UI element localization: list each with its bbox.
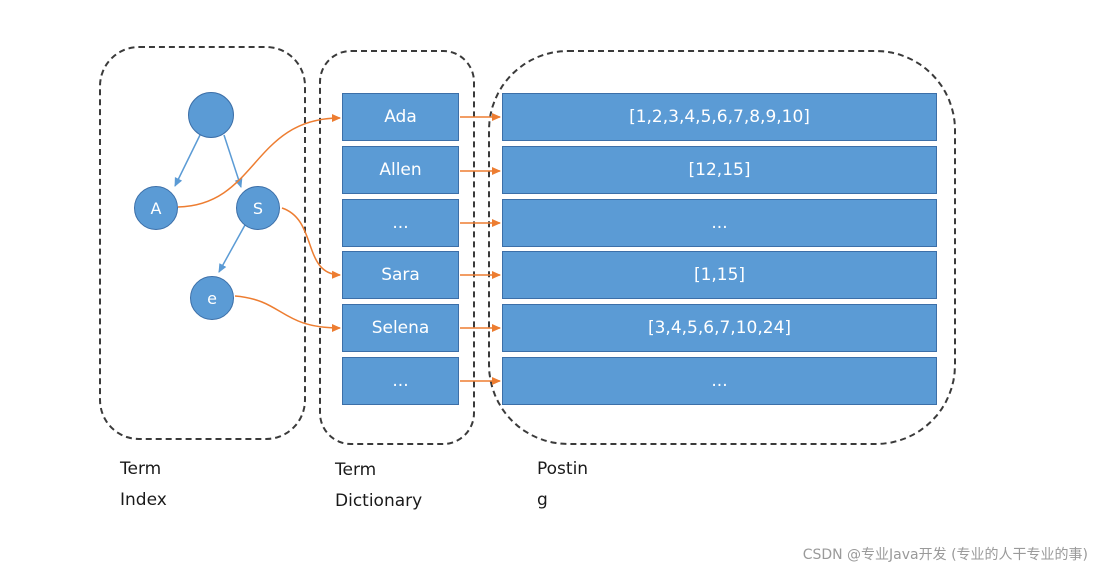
- edge-root-to-a: [174, 132, 202, 187]
- arrow-s-to-sara: [281, 207, 341, 279]
- posting-list: [12,15]: [502, 146, 937, 194]
- posting-list: ...: [502, 199, 937, 247]
- tree-node-root: [188, 92, 234, 138]
- caption-line: Term: [120, 459, 162, 479]
- posting-caption: Postin g: [537, 454, 588, 516]
- watermark: CSDN @专业Java开发 (专业的人干专业的事): [802, 547, 1088, 563]
- term-dictionary-frame: [319, 50, 475, 445]
- posting-frame: [488, 50, 956, 445]
- term-index-caption: Term Index: [120, 454, 167, 516]
- caption-line: Postin: [537, 459, 589, 479]
- dictionary-term: Ada: [342, 93, 459, 141]
- dictionary-term: Selena: [342, 304, 459, 352]
- caption-line: Index: [120, 490, 167, 510]
- dictionary-term: Allen: [342, 146, 459, 194]
- posting-list: [1,15]: [502, 251, 937, 299]
- caption-line: g: [537, 490, 548, 510]
- edge-root-to-s: [223, 134, 243, 188]
- posting-list: ...: [502, 357, 937, 405]
- arrow-a-to-ada: [177, 114, 341, 208]
- arrow-e-to-selena: [234, 295, 341, 332]
- term-dictionary-caption: Term Dictionary: [335, 455, 422, 517]
- dictionary-term: ...: [342, 357, 459, 405]
- tree-node-a: A: [134, 186, 178, 230]
- dictionary-term: ...: [342, 199, 459, 247]
- posting-list: [3,4,5,6,7,10,24]: [502, 304, 937, 352]
- posting-list: [1,2,3,4,5,6,7,8,9,10]: [502, 93, 937, 141]
- caption-line: Term: [335, 460, 377, 480]
- dictionary-term: Sara: [342, 251, 459, 299]
- edge-s-to-e: [218, 224, 246, 273]
- tree-node-e: e: [190, 276, 234, 320]
- term-index-frame: [99, 46, 306, 440]
- caption-line: Dictionary: [335, 491, 423, 511]
- tree-node-s: S: [236, 186, 280, 230]
